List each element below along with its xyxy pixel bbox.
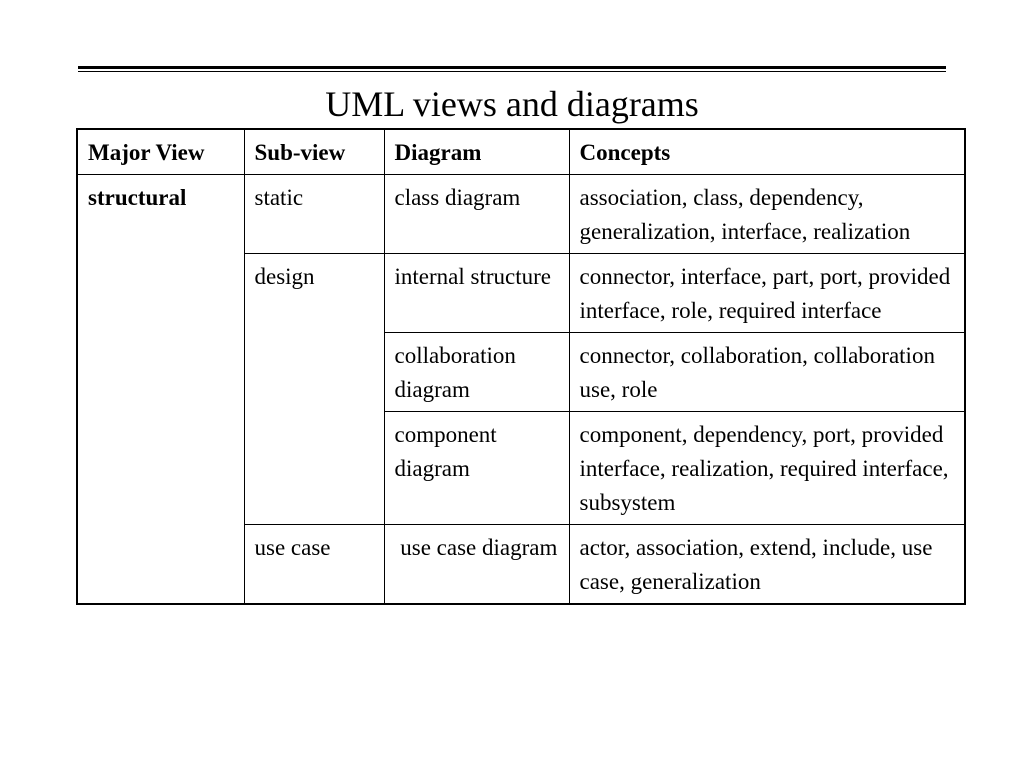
concepts-cell: connector, collaboration, collaboration … — [568, 332, 966, 412]
major-view-cell: structural — [76, 174, 245, 605]
title-rule-thin — [78, 71, 946, 72]
concepts-cell: connector, interface, part, port, provid… — [568, 253, 966, 333]
concepts-cell: association, class, dependency, generali… — [568, 174, 966, 254]
header-concepts: Concepts — [568, 128, 966, 175]
table-row: design internal structure connector, int… — [77, 253, 966, 525]
title-rule-thick — [78, 66, 946, 69]
sub-view-cell: use case — [243, 524, 385, 605]
table-row: structural static class diagram associat… — [76, 174, 966, 605]
table-header-row: Major View Sub-view Diagram Concepts — [76, 128, 966, 175]
diagram-cell: internal structure — [383, 253, 570, 333]
diagram-cell: use case diagram — [383, 524, 570, 605]
diagram-cell: class diagram — [383, 174, 570, 254]
sub-view-cell: design — [243, 253, 385, 525]
header-sub-view: Sub-view — [243, 128, 385, 175]
sub-view-cell: static — [243, 174, 385, 254]
concepts-cell: component, dependency, port, provided in… — [568, 411, 966, 525]
diagram-cell: component diagram — [383, 411, 570, 525]
page-title: UML views and diagrams — [325, 84, 699, 124]
table-row: component diagram component, dependency,… — [77, 411, 966, 525]
header-diagram: Diagram — [383, 128, 570, 175]
diagram-cell: collaboration diagram — [383, 332, 570, 412]
uml-views-table: Major View Sub-view Diagram Concepts str… — [76, 128, 966, 605]
concepts-cell: actor, association, extend, include, use… — [568, 524, 966, 605]
table-row: collaboration diagram connector, collabo… — [77, 332, 966, 412]
table-row: use case use case diagram actor, associa… — [77, 524, 966, 605]
header-major-view: Major View — [76, 128, 245, 175]
